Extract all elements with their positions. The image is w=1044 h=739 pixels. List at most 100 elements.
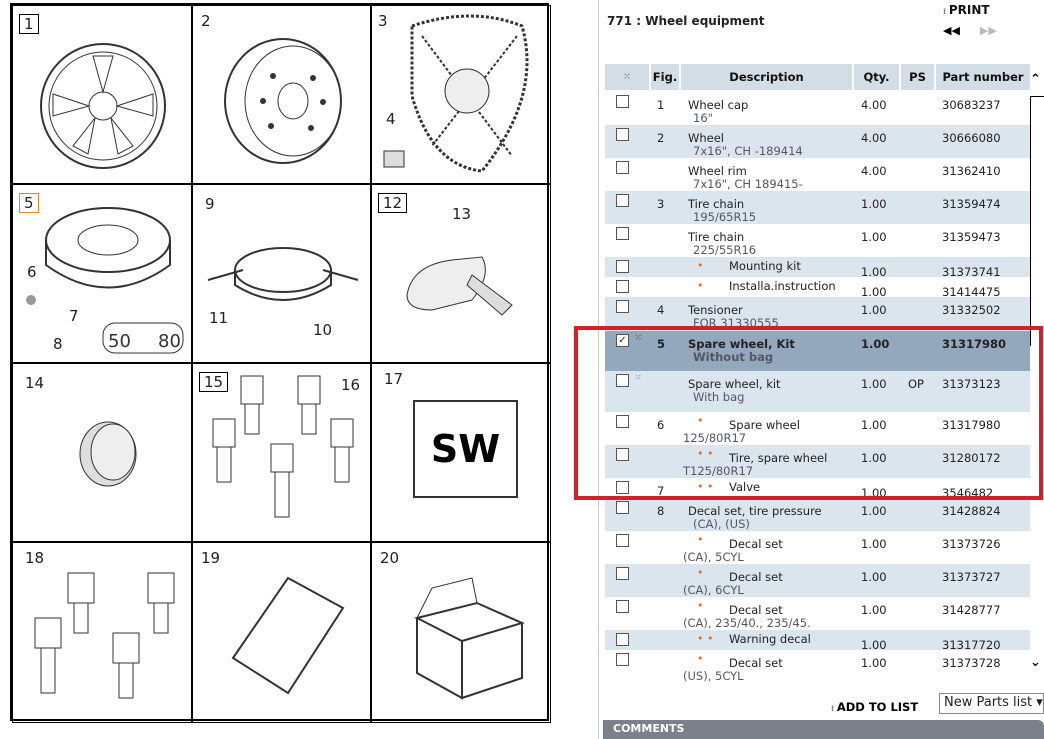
part-number: 31362410 — [942, 164, 1001, 178]
part-number: 31373726 — [942, 537, 1001, 551]
illustration-cell[interactable]: 2 — [192, 5, 371, 184]
column-part-number: Part number — [936, 64, 1030, 90]
illustration-cell[interactable]: 14 — [12, 363, 192, 542]
figure-number[interactable]: 1 — [19, 14, 39, 34]
row-checkbox[interactable] — [616, 448, 629, 461]
drag-handle-icon[interactable]: ⁙ — [635, 333, 642, 342]
add-to-list-button[interactable]: ⁞ ADD TO LIST — [831, 700, 919, 714]
figure-number: 9 — [205, 195, 215, 213]
wheel-cap-drawing — [40, 43, 166, 169]
part-number: 31317720 — [942, 638, 1001, 652]
hub-cap-drawing — [79, 421, 137, 487]
table-row[interactable]: • • Warning decal 1.00 31317720 — [605, 630, 1030, 652]
scroll-up-icon[interactable]: ⌃ — [1030, 72, 1041, 87]
row-checkbox[interactable] — [616, 534, 629, 547]
page-title: 771 : Wheel equipment — [607, 14, 765, 28]
previous-button[interactable]: ◀◀ — [943, 24, 960, 37]
row-checkbox[interactable] — [616, 653, 629, 666]
illustration-cell[interactable]: 9 10 11 — [192, 184, 371, 363]
select-all-column[interactable]: ⁙ — [605, 64, 649, 90]
sw-label: SW — [413, 400, 518, 498]
indent-marker-icon: • — [697, 599, 704, 612]
row-checkbox[interactable] — [616, 415, 629, 428]
row-checkbox[interactable] — [616, 567, 629, 580]
indent-marker-icon: • — [697, 652, 704, 665]
quantity: 1.00 — [861, 638, 887, 652]
part-description: Warning decal — [729, 632, 811, 646]
figure-number[interactable]: 15 — [199, 372, 229, 392]
indent-marker-icon: • • — [697, 632, 714, 645]
figure-number: 10 — [313, 321, 333, 339]
row-checkbox[interactable] — [616, 128, 629, 141]
row-checkbox[interactable] — [616, 501, 629, 514]
row-checkbox[interactable] — [616, 374, 629, 387]
comments-label: COMMENTS — [613, 722, 685, 735]
indent-marker-icon: • — [697, 533, 704, 546]
part-description: Spare wheel, kit — [688, 377, 781, 391]
figure-number: 6 — [27, 263, 37, 281]
illustration-cell[interactable]: 1 — [12, 5, 192, 184]
quantity: 4.00 — [861, 98, 887, 112]
part-description: Spare wheel — [729, 418, 800, 432]
illustration-cell[interactable]: 12 13 — [371, 184, 551, 363]
indent-marker-icon: • • — [697, 480, 714, 493]
scroll-down-icon[interactable]: ⌄ — [1030, 655, 1041, 670]
row-checkbox[interactable] — [616, 280, 629, 293]
next-button[interactable]: ▶▶ — [979, 24, 997, 37]
print-button[interactable]: ⁞ PRINT — [943, 3, 990, 17]
row-checkbox[interactable] — [616, 600, 629, 613]
comments-section-header[interactable]: COMMENTS — [603, 720, 1044, 739]
quantity: 1.00 — [861, 504, 887, 518]
illustration-cell[interactable]: 20 — [371, 542, 551, 723]
illustration-cell[interactable]: 19 — [192, 542, 371, 723]
drag-handle-icon[interactable]: ⁙ — [635, 373, 642, 382]
row-checkbox[interactable] — [616, 227, 629, 240]
illustration-cell[interactable]: 15 16 — [192, 363, 371, 542]
indent-marker-icon: • • — [697, 447, 714, 460]
row-checkbox[interactable] — [616, 481, 629, 494]
quantity: 1.00 — [861, 337, 890, 351]
part-detail: 16" — [693, 111, 713, 125]
figure-number-selected[interactable]: 5 — [19, 193, 39, 213]
jack-drawing — [207, 247, 359, 301]
figure-number: 19 — [201, 549, 221, 567]
row-checkbox[interactable] — [616, 95, 629, 108]
illustration-cell[interactable]: 18 — [12, 542, 192, 723]
row-checkbox[interactable] — [616, 194, 629, 207]
row-checkbox[interactable]: ✓ — [616, 334, 629, 347]
illustration-cell[interactable]: 3 4 — [371, 5, 551, 184]
svg-text:80: 80 — [158, 331, 181, 352]
part-description: Tire chain — [688, 230, 745, 244]
row-checkbox[interactable] — [616, 633, 629, 646]
part-detail: 125/80R17 — [683, 431, 747, 445]
figure-number[interactable]: 12 — [378, 193, 408, 213]
row-checkbox[interactable] — [616, 260, 629, 273]
part-description: Tire, spare wheel — [729, 451, 828, 465]
parts-list-select[interactable]: New Parts list ▾ — [939, 693, 1044, 714]
quantity: 1.00 — [861, 537, 887, 551]
row-checkbox[interactable] — [616, 300, 629, 313]
illustration-cell[interactable]: 17 SW — [371, 363, 551, 542]
scrollbar-thumb[interactable] — [1030, 96, 1044, 346]
wheel-bolts-drawing — [212, 375, 354, 518]
indent-marker-icon: • — [697, 566, 704, 579]
row-checkbox[interactable] — [616, 161, 629, 174]
